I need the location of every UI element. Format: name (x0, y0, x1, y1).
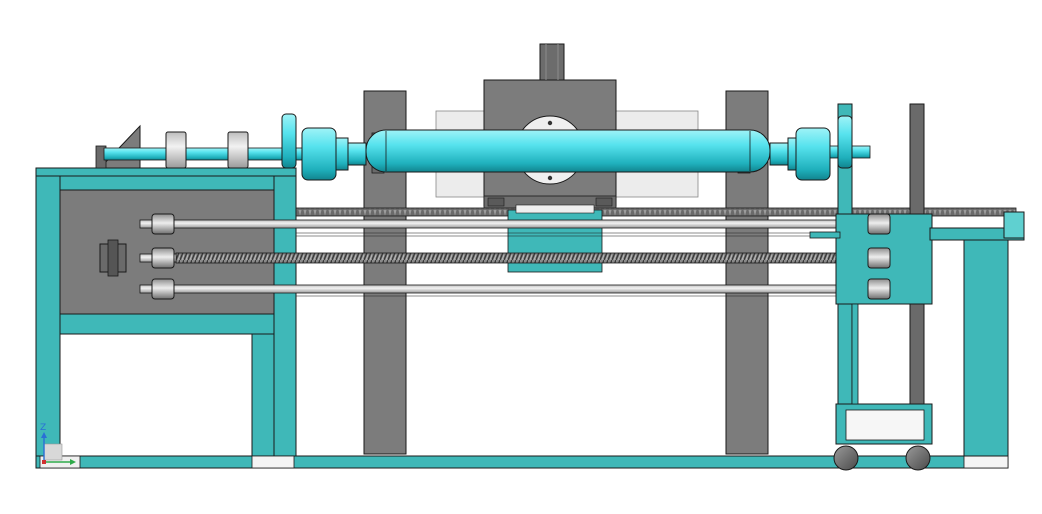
carriage-wheels (833, 445, 931, 471)
right-carriage-frame (835, 103, 933, 445)
lead-screw (139, 252, 911, 264)
drive-motor-left (99, 239, 127, 277)
upper-guide-rod (139, 219, 911, 229)
right-rod-bearings (867, 213, 891, 300)
z-axis-label: Z (40, 423, 46, 433)
left-rod-bearings (151, 213, 175, 300)
left-support-frame (35, 167, 297, 459)
carriage-clamp (515, 204, 595, 214)
right-chuck (769, 115, 871, 181)
base-rail (35, 455, 1009, 469)
motor-mount (539, 43, 565, 81)
lower-guide-rod (139, 284, 911, 294)
left-chuck (301, 127, 367, 181)
origin-marker (42, 460, 46, 464)
left-spindle-bracket (95, 124, 141, 169)
right-end-support (809, 211, 1025, 457)
left-spindle-shaft (103, 113, 305, 169)
coordinate-triad: Z (40, 423, 76, 465)
workpiece-cylinder (365, 129, 771, 173)
